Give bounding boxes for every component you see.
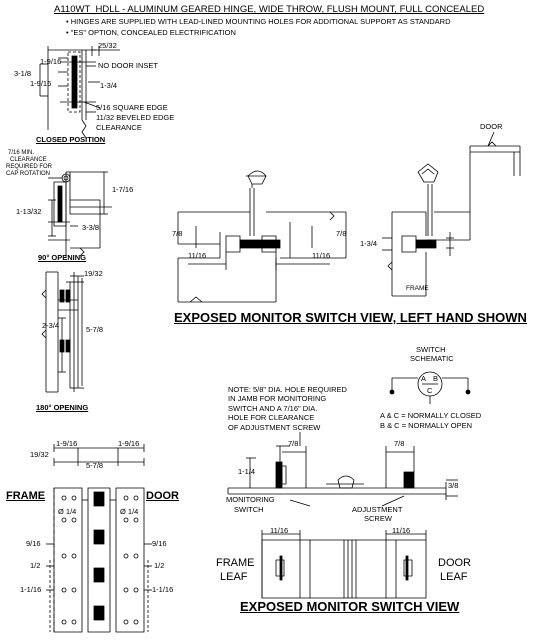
- dim-11-16-monitor-right: 11/16: [392, 526, 411, 535]
- note-bullet-2: • "ES" OPTION, CONCEALED ELECTRIFICATION: [66, 28, 236, 37]
- switch-schematic-diagram: [390, 372, 470, 404]
- one-eighty-opening-detail: [42, 272, 84, 392]
- dim-dia-left: Ø 1/4: [58, 507, 77, 516]
- dim-1-9-16-elev-left: 1-9/16: [56, 439, 78, 448]
- label-beveled-edge: 11/32 BEVELED EDGE: [96, 113, 175, 122]
- monitor-left-hand-detail: [178, 132, 520, 302]
- monitor-caption: EXPOSED MONITOR SWITCH VIEW: [240, 599, 460, 614]
- closed-position-detail: [40, 46, 120, 138]
- dim-1-3-4-closed: 1-3/4: [100, 81, 118, 90]
- note-2-text: "ES" OPTION, CONCEALED ELECTRIFICATION: [70, 28, 236, 37]
- label-adjustment-2: SCREW: [364, 514, 392, 523]
- schematic-title-2: SCHEMATIC: [410, 354, 454, 363]
- dim-19-32-elev: 19/32: [30, 450, 49, 459]
- drawing-title: A110WT_HDLL - ALUMINUM GEARED HINGE, WID…: [54, 4, 485, 15]
- note-hole-4: HOLE FOR CLEARANCE: [228, 413, 315, 422]
- note-hole-5: OF ADJUSTMENT SCREW: [228, 423, 321, 432]
- note-1-text: HINGES ARE SUPPLIED WITH LEAD-LINED MOUN…: [70, 17, 451, 26]
- label-frame-small: FRAME: [406, 285, 429, 292]
- dim-1-9-16-elev-right: 1-9/16: [118, 439, 140, 448]
- note-hole-1: NOTE: 5/8" DIA. HOLE REQUIRED: [228, 385, 347, 394]
- dim-11-16-left: 11/16: [188, 251, 207, 260]
- label-frame-leaf-2: LEAF: [220, 571, 248, 583]
- note-hole-2: IN JAMB FOR MONITORING: [228, 394, 327, 403]
- dim-9-16-left: 9/16: [26, 539, 41, 548]
- terminal-b: B: [433, 374, 439, 383]
- label-frame-elev: FRAME: [6, 490, 46, 502]
- schematic-title-1: SWITCH: [416, 345, 446, 354]
- closed-position-label: CLOSED POSITION: [36, 135, 106, 144]
- ninety-opening-label: 90° OPENING: [38, 253, 87, 262]
- dim-7-8-monitor-left: 7/8: [288, 439, 299, 448]
- dim-3-3-8: 3-3/8: [82, 223, 100, 232]
- clearance-note-1: 7/16 MIN.: [8, 150, 35, 156]
- dim-1-1-16-right: 1-1/16: [152, 585, 174, 594]
- one-eighty-opening-label: 180° OPENING: [36, 403, 89, 412]
- dim-2-3-4: 2-3/4: [42, 321, 60, 330]
- dim-1-3-4-monitor: 1-3/4: [360, 239, 378, 248]
- dim-7-8-left: 7/8: [172, 229, 183, 238]
- label-no-door-inset: NO DOOR INSET: [98, 61, 159, 70]
- label-door-top: DOOR: [480, 122, 503, 131]
- label-adjustment-1: ADJUSTMENT: [352, 505, 403, 514]
- monitor-switch-detail: [228, 432, 458, 598]
- dim-1-2-left: 1/2: [30, 561, 41, 570]
- dim-1-1-4: 1-1/4: [238, 467, 256, 476]
- dim-19-32-180: 19/32: [84, 269, 103, 278]
- dim-7-8-right: 7/8: [336, 229, 347, 238]
- label-frame-leaf-1: FRAME: [216, 557, 255, 569]
- dim-dia-right: Ø 1/4: [120, 507, 139, 516]
- note-hole-3: SWITCH AND A 7/16" DIA.: [228, 404, 318, 413]
- clearance-note-3: REQUIRED FOR: [6, 164, 53, 170]
- dim-3-8: 3/8: [448, 481, 459, 490]
- clearance-note-2: CLEARANCE: [10, 157, 47, 163]
- dim-11-16-right: 11/16: [312, 251, 331, 260]
- label-door-elev: DOOR: [146, 490, 179, 502]
- label-monitoring-1: MONITORING: [226, 495, 275, 504]
- hinge-elevation-detail: [46, 444, 152, 632]
- dim-5-7-8-elev: 5-7/8: [86, 461, 104, 470]
- label-normally-open: B & C = NORMALLY OPEN: [380, 421, 473, 430]
- dim-5-7-8-180: 5-7/8: [86, 325, 104, 334]
- monitor-left-caption: EXPOSED MONITOR SWITCH VIEW, LEFT HAND S…: [174, 310, 527, 325]
- dim-1-9-16-top: 1-9/16: [40, 57, 62, 66]
- label-door-leaf-2: LEAF: [440, 571, 468, 583]
- dim-1-13-32: 1-13/32: [16, 207, 42, 216]
- dim-11-16-monitor-left: 11/16: [270, 526, 289, 535]
- dim-7-8-monitor-right: 7/8: [394, 439, 405, 448]
- label-square-edge: 5/16 SQUARE EDGE: [96, 103, 168, 112]
- label-monitoring-2: SWITCH: [234, 505, 264, 514]
- ninety-opening-detail: [48, 172, 112, 258]
- dim-25-32: 25/32: [98, 41, 117, 50]
- dim-1-1-16-left: 1-1/16: [20, 585, 42, 594]
- clearance-note-4: CAP ROTATION: [6, 171, 51, 177]
- terminal-a: A: [421, 374, 427, 383]
- dim-9-16-right: 9/16: [152, 539, 167, 548]
- terminal-c: C: [427, 386, 433, 395]
- dim-1-9-16-bottom: 1-9/16: [30, 79, 52, 88]
- dim-1-2-right: 1/2: [154, 561, 165, 570]
- label-clearance: CLEARANCE: [96, 123, 142, 132]
- note-bullet-1: • HINGES ARE SUPPLIED WITH LEAD-LINED MO…: [66, 17, 451, 26]
- dim-3-1-8: 3-1/8: [14, 69, 32, 78]
- label-door-leaf-1: DOOR: [438, 557, 471, 569]
- dim-1-7-16: 1-7/16: [112, 185, 134, 194]
- label-normally-closed: A & C = NORMALLY CLOSED: [380, 411, 482, 420]
